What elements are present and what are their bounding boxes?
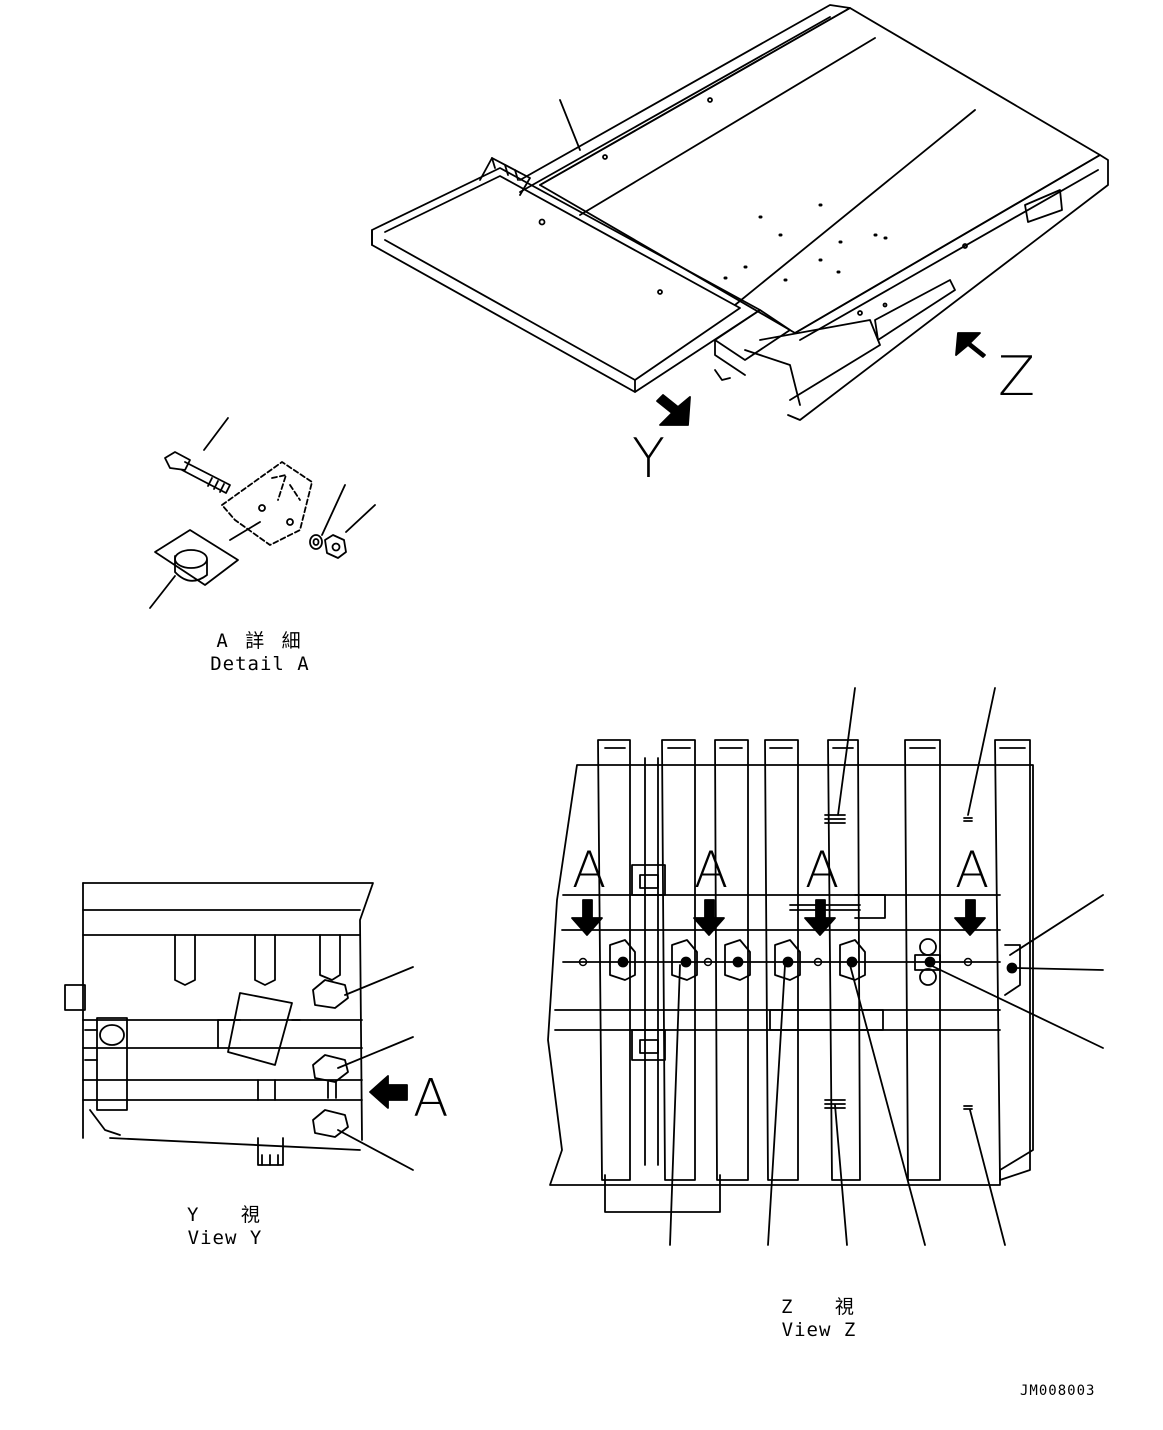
view-z-section-label-4: A [955,841,990,899]
detail-a-drawing [149,417,376,609]
detail-a-caption-jp: A 詳 細 [216,630,304,652]
view-y-drawing [64,882,414,1171]
view-y-caption-jp: Y 視 [187,1204,263,1226]
arrow-z-label: Z [998,345,1035,408]
view-z-section-label-3: A [805,841,840,899]
bolt [164,451,191,471]
view-y-arrow-a [369,1075,408,1109]
view-z-arrows [571,899,986,936]
arrow-z [955,332,986,358]
platform-outline [371,167,761,393]
main-isometric-view [371,4,1109,426]
lug-plates [609,939,866,981]
crossbars [597,739,1031,1181]
detail-a-caption-en: Detail A [210,653,310,675]
arrow-y [656,394,691,426]
view-y-caption-en: View Y [187,1227,263,1249]
arrow-y-label: Y [632,427,665,490]
plate [227,992,293,1066]
spacer [174,555,208,582]
right-rail [787,154,1109,421]
nut [324,534,347,559]
washer [309,534,323,550]
view-y-arrow-label: A [413,1069,449,1129]
view-z-caption-jp: Z 視 [781,1296,857,1318]
view-z-drawing [547,687,1104,1246]
view-z-section-label-2: A [694,841,729,899]
back-rail [519,4,851,186]
view-z-caption-en: View Z [781,1319,857,1341]
drawing-number: JM008003 [1020,1383,1096,1399]
view-z-section-label-1: A [572,841,607,899]
